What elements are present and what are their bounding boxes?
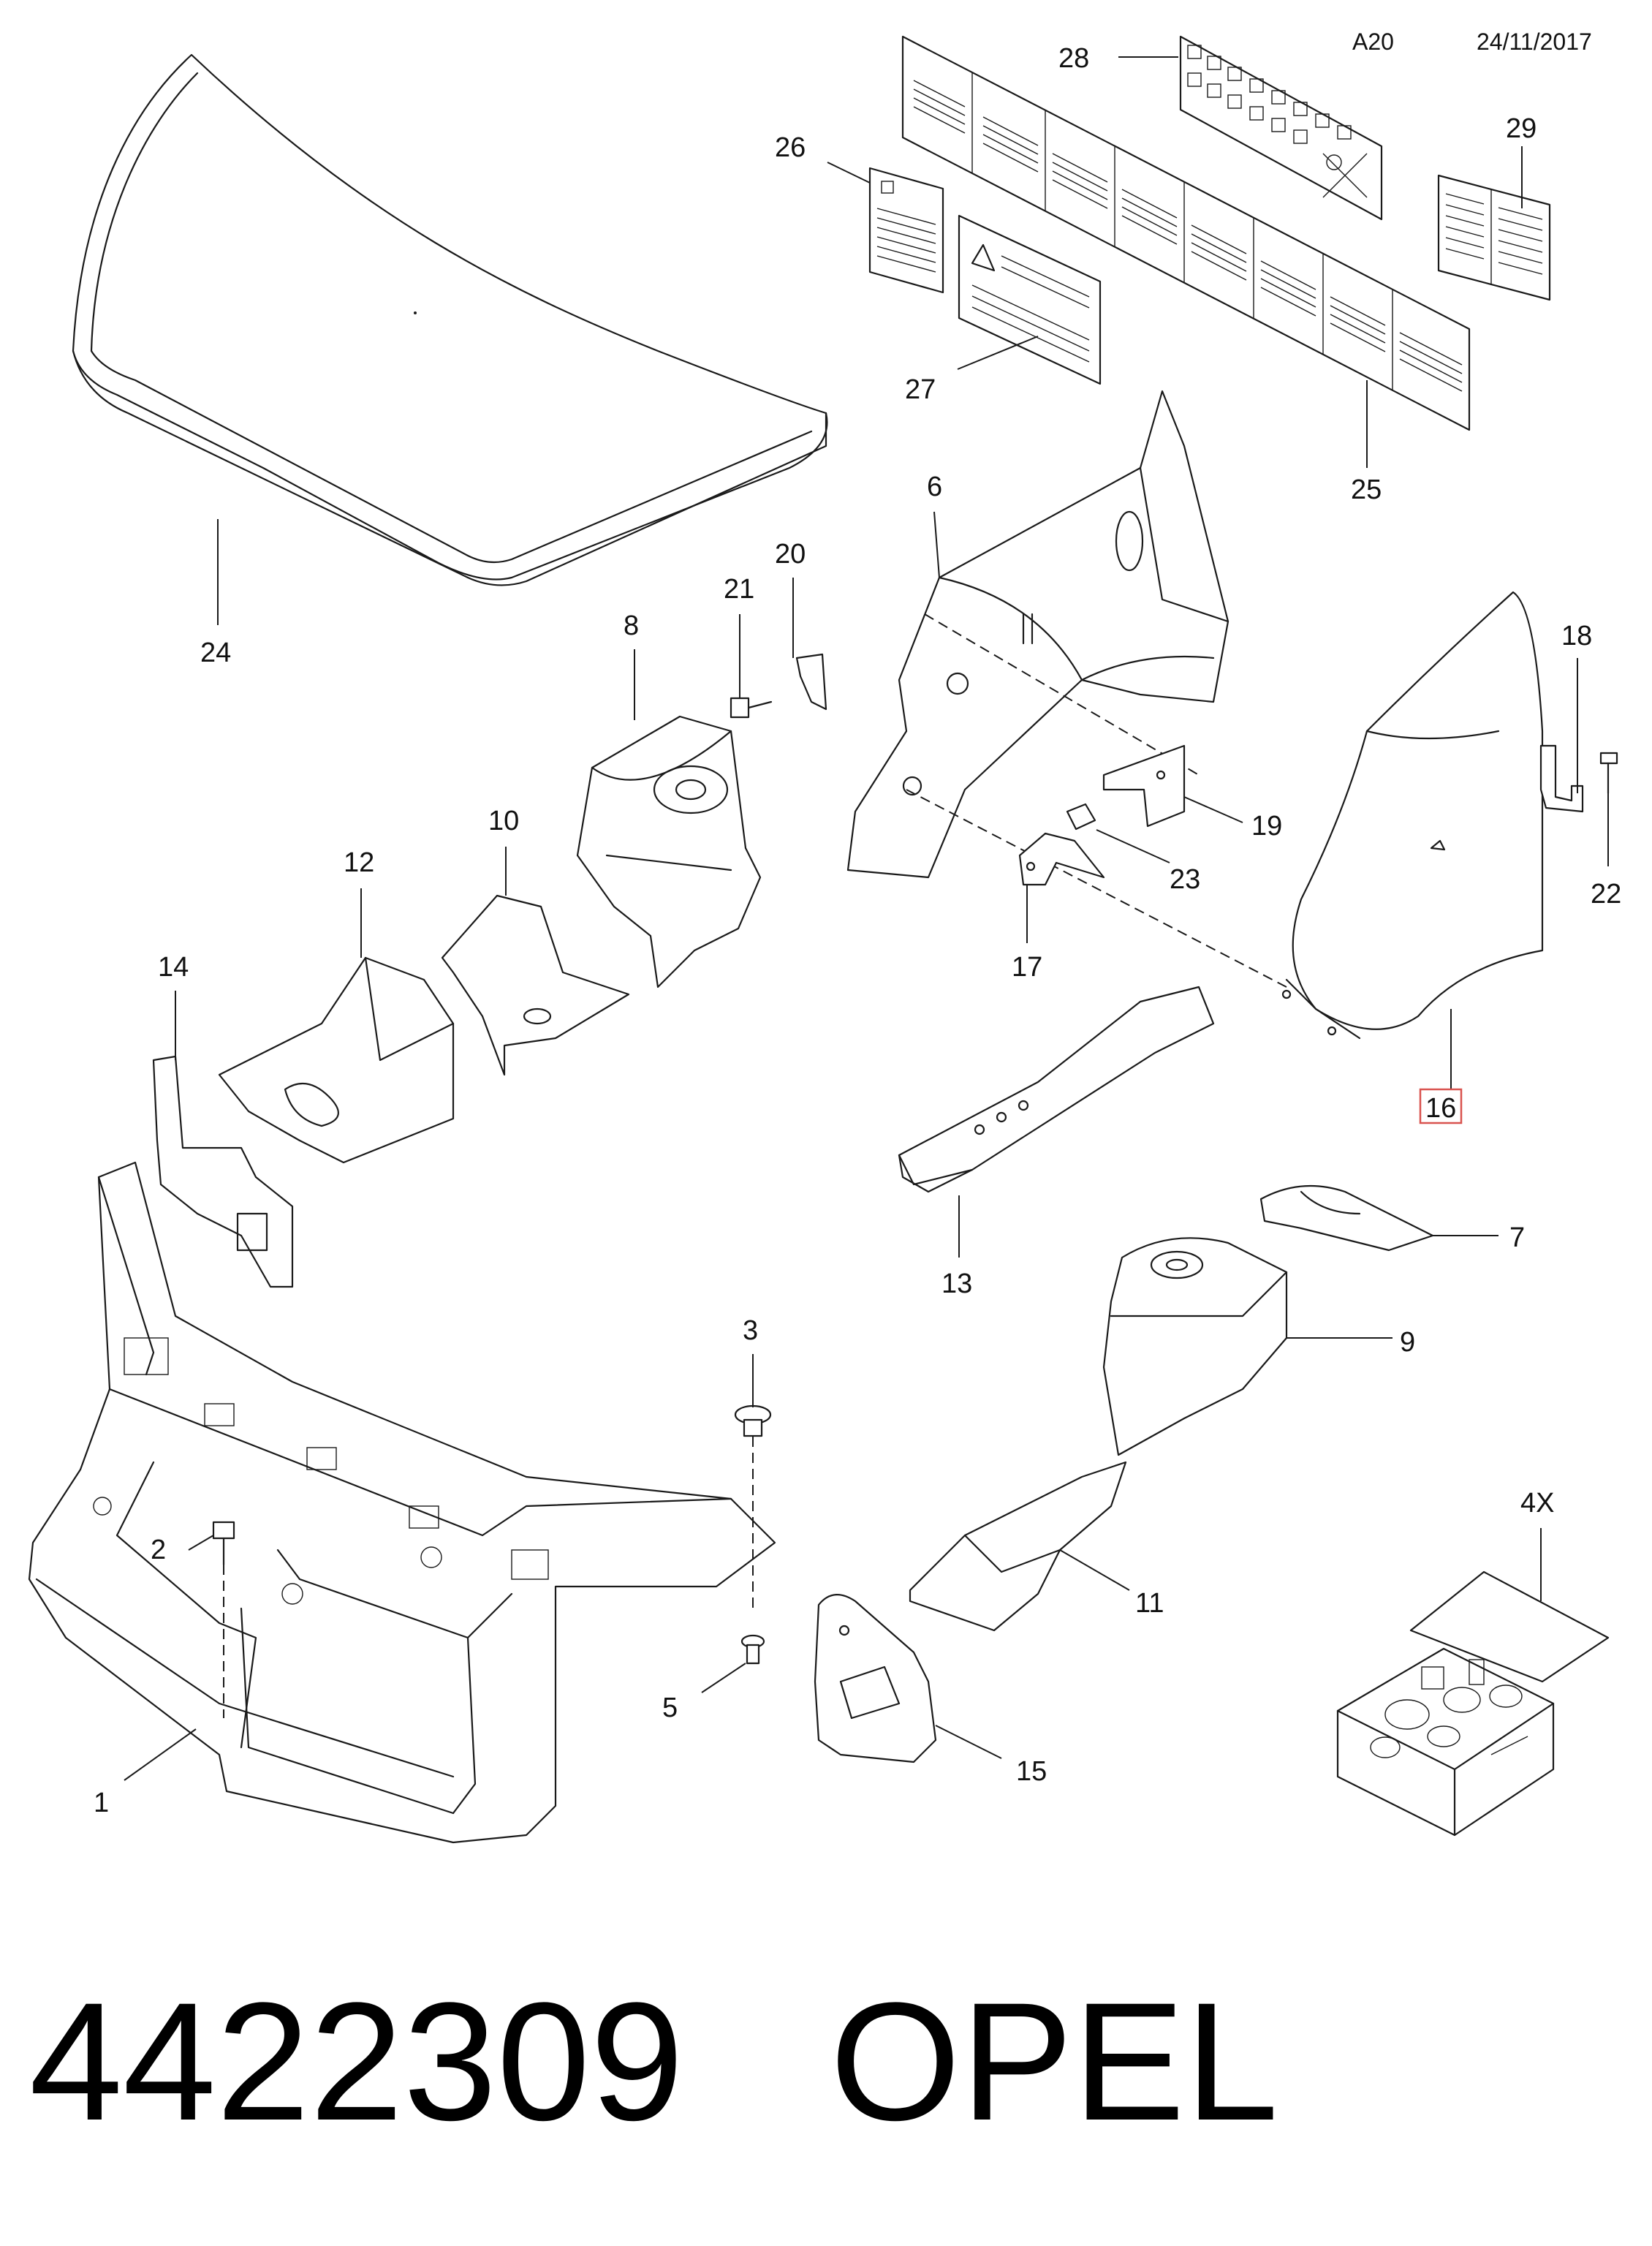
callout-18: 18 xyxy=(1561,621,1592,651)
part-11-bracket xyxy=(909,1461,1127,1632)
callout-26: 26 xyxy=(775,132,806,163)
leader-2 xyxy=(188,1535,214,1551)
part-1-front-module-carrier xyxy=(28,1161,776,1844)
callout-11: 11 xyxy=(1135,1588,1164,1619)
callout-22: 22 xyxy=(1591,879,1621,910)
part-12-bracket xyxy=(218,956,455,1164)
callout-7: 7 xyxy=(1509,1222,1525,1253)
callout-2: 2 xyxy=(151,1535,166,1565)
part-16-front-fender xyxy=(1281,591,1544,1040)
diagram-code: A20 xyxy=(1352,29,1394,55)
leader-5 xyxy=(701,1663,746,1693)
callout-21: 21 xyxy=(724,574,754,605)
callout-15: 15 xyxy=(1016,1756,1047,1787)
part-7-bracket xyxy=(1259,1184,1434,1252)
part-22-bolt xyxy=(1599,752,1618,795)
part-6-wheelhouse-panel xyxy=(846,390,1229,879)
leader-11 xyxy=(1059,1549,1130,1591)
callout-4x: 4X xyxy=(1520,1488,1554,1519)
callout-29: 29 xyxy=(1506,113,1537,144)
assembly-line-lower xyxy=(906,789,1287,988)
part-29-small-label xyxy=(1437,174,1551,301)
callout-1: 1 xyxy=(94,1788,109,1818)
part-2-bolt xyxy=(212,1521,235,1566)
leader-15 xyxy=(935,1725,1002,1759)
callout-10: 10 xyxy=(488,806,519,836)
assembly-line-upper xyxy=(924,613,1200,776)
leader-23 xyxy=(1096,829,1170,863)
part-23-clip xyxy=(1066,803,1096,831)
part-19-bracket xyxy=(1102,744,1186,828)
callout-27: 27 xyxy=(905,374,936,405)
leader-6 xyxy=(933,511,940,578)
part-number: 4422309 xyxy=(29,1967,684,2155)
part-20-bracket xyxy=(795,653,827,711)
callout-16-highlight xyxy=(1419,1088,1463,1124)
part-10-bracket xyxy=(441,894,630,1076)
callout-6: 6 xyxy=(927,472,942,502)
callout-17: 17 xyxy=(1012,952,1042,983)
callout-25: 25 xyxy=(1351,474,1382,505)
callout-24: 24 xyxy=(200,638,231,668)
part-17-bracket xyxy=(1018,832,1105,886)
diagram-date: 24/11/2017 xyxy=(1477,29,1592,55)
callout-23: 23 xyxy=(1170,864,1200,895)
callout-9: 9 xyxy=(1400,1327,1415,1358)
callout-19: 19 xyxy=(1251,811,1282,842)
part-9-strut-tower xyxy=(1102,1237,1288,1456)
part-15-side-plate xyxy=(814,1594,937,1763)
part-3-bolt xyxy=(734,1404,772,1437)
callout-12: 12 xyxy=(344,847,374,878)
callout-16: 16 xyxy=(1425,1093,1456,1124)
part-26-vertical-label xyxy=(868,167,944,294)
part-14-plate xyxy=(152,1055,294,1288)
part-13-rail xyxy=(898,986,1215,1193)
part-number-footer: 4422309 OPEL xyxy=(29,1967,1623,2157)
part-25-label-strip xyxy=(901,35,1471,431)
callout-13: 13 xyxy=(941,1268,972,1299)
leader-19 xyxy=(1183,796,1243,823)
callout-8: 8 xyxy=(624,610,639,641)
leader-27 xyxy=(957,336,1039,370)
part-27-warning-label xyxy=(958,214,1102,385)
leader-26 xyxy=(827,162,871,184)
part-8-strut-housing xyxy=(576,715,762,988)
callout-3: 3 xyxy=(743,1315,758,1346)
leader-1 xyxy=(124,1728,197,1781)
callout-20: 20 xyxy=(775,539,806,570)
part-24-bonnet xyxy=(72,53,828,586)
part-28-pictogram-label xyxy=(1179,35,1383,221)
part-4x-fastener-box xyxy=(1336,1570,1610,1837)
part-21-bolt xyxy=(730,697,773,719)
part-18-bracket xyxy=(1539,744,1584,813)
callout-5: 5 xyxy=(662,1693,678,1723)
callout-14: 14 xyxy=(158,952,189,983)
callout-28: 28 xyxy=(1058,43,1089,74)
part-5-clip xyxy=(740,1634,765,1665)
brand-name: OPEL xyxy=(830,1967,1279,2155)
